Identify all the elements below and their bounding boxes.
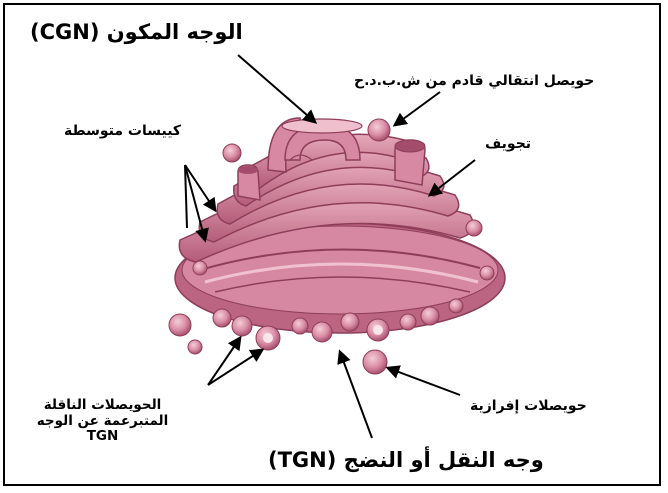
label-lumen: تجويف bbox=[485, 136, 531, 152]
arrow-transport-2 bbox=[208, 350, 262, 385]
label-cgn: الوجه المكون (CGN) bbox=[30, 20, 243, 44]
arrow-transport-1 bbox=[208, 338, 240, 385]
arrow-medial-2 bbox=[185, 165, 205, 240]
label-tgn: وجه النقل أو النضج (TGN) bbox=[268, 448, 544, 472]
label-transport-vesicles: الحويصلات الناقلة المتبرعمة عن الوجه TGN bbox=[20, 398, 185, 445]
label-transport-vesicles-line1: الحويصلات الناقلة bbox=[20, 398, 185, 414]
arrow-transition-vesicle bbox=[395, 92, 440, 125]
transition-vesicle bbox=[368, 119, 390, 141]
label-medial-cisternae: كييسات متوسطة bbox=[64, 123, 181, 139]
label-transition-vesicle: حويصل انتقالي قادم من ش.ب.د.ح bbox=[354, 73, 594, 89]
arrow-cgn bbox=[238, 55, 315, 122]
secretory-vesicle bbox=[363, 350, 387, 374]
label-transport-vesicles-line3: TGN bbox=[20, 429, 185, 445]
golgi-apparatus bbox=[169, 118, 505, 374]
arrow-secretory bbox=[388, 368, 460, 395]
arrow-medial-1 bbox=[185, 165, 215, 210]
label-transport-vesicles-line2: المتبرعمة عن الوجه bbox=[20, 414, 185, 430]
label-secretory-vesicles: حويصلات إفرازية bbox=[470, 398, 587, 414]
